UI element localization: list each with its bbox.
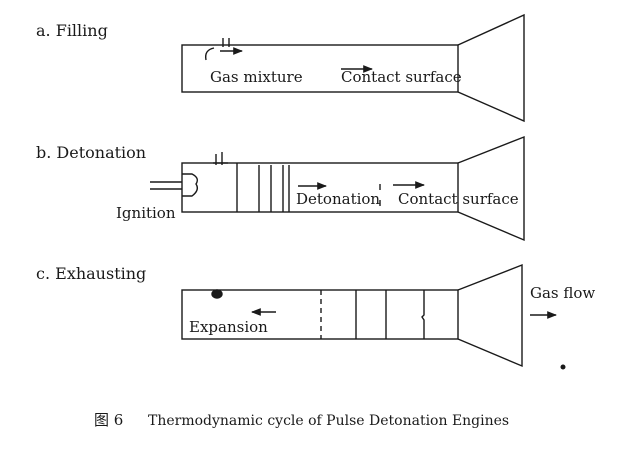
speck	[560, 364, 566, 370]
label-contact-surface-b: Contact surface	[398, 190, 519, 208]
tube-c	[181, 289, 459, 340]
heading-exhausting: c. Exhausting	[36, 264, 146, 283]
valve-icon	[213, 152, 228, 165]
nozzle-a	[457, 13, 525, 123]
label-detonation: Detonation	[296, 190, 380, 208]
tube-a	[181, 44, 459, 93]
label-expansion: Expansion	[189, 318, 268, 336]
nozzle-b	[457, 135, 525, 242]
label-contact-surface-a: Contact surface	[341, 68, 462, 86]
tube-b	[181, 162, 459, 213]
wave-line-c4	[421, 290, 425, 339]
inlet-valve-icon	[204, 38, 230, 61]
caption-figure-number: 图 6	[94, 411, 123, 429]
label-ignition: Ignition	[116, 204, 176, 222]
panel-exhausting	[181, 263, 557, 368]
nozzle-c	[457, 263, 523, 368]
heading-filling: a. Filling	[36, 21, 108, 40]
panel-detonation	[150, 135, 525, 242]
label-gas-flow: Gas flow	[530, 284, 595, 302]
panel-filling	[181, 13, 525, 123]
igniter-icon	[150, 173, 199, 197]
caption-text: Thermodynamic cycle of Pulse Detonation …	[148, 413, 509, 429]
label-gas-mixture: Gas mixture	[210, 68, 303, 86]
closed-valve-icon	[211, 289, 223, 299]
heading-detonation: b. Detonation	[36, 143, 146, 162]
